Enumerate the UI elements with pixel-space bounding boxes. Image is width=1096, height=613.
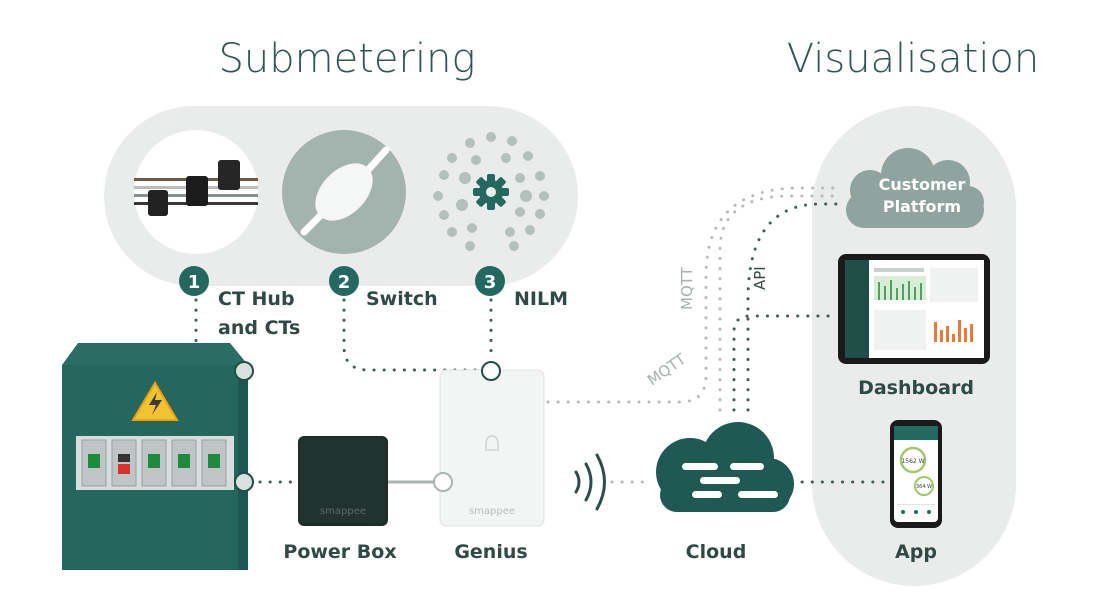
power-box-label: Power Box <box>283 541 396 563</box>
power-box-device <box>298 436 388 526</box>
wireless-signal-icon <box>574 453 606 511</box>
customer-platform-label-line2: Platform <box>883 197 961 216</box>
distribution-board <box>62 343 248 570</box>
badge-number-3: 3 <box>484 272 497 293</box>
power-box-brand: smappee <box>320 506 366 517</box>
submetering-heading: Submetering <box>219 36 476 82</box>
visualisation-heading: Visualisation <box>787 36 1040 82</box>
mqtt-upper-label: MQTT <box>678 266 696 310</box>
gear-icon <box>473 174 509 210</box>
badge-number-1: 1 <box>188 272 201 293</box>
cloud-icon <box>656 422 794 512</box>
app-phone <box>890 420 942 528</box>
switch-label: Switch <box>366 288 438 310</box>
customer-platform-label-line1: Customer <box>879 175 966 194</box>
cloud-label: Cloud <box>686 541 747 563</box>
genius-brand: smappee <box>469 506 515 517</box>
ct-hub-label-line1: CT Hub <box>218 288 295 310</box>
nilm-icon-cluster <box>433 132 549 251</box>
ct-hub-image <box>134 130 258 254</box>
dashboard-label: Dashboard <box>858 377 974 399</box>
app-label: App <box>895 541 937 563</box>
connection-nodes <box>234 361 501 492</box>
genius-device <box>439 369 545 527</box>
app-value-2: 364 W <box>916 484 932 490</box>
ct-hub-label-line2: and CTs <box>218 317 300 339</box>
genius-input-node <box>433 472 453 492</box>
number-badges <box>179 266 505 296</box>
customer-platform-cloud <box>846 148 984 228</box>
app-value-1: 1562 W <box>901 458 924 465</box>
switch-image <box>282 130 406 254</box>
dotted-connections <box>194 186 886 484</box>
dashboard-tablet <box>838 254 990 364</box>
genius-label: Genius <box>454 541 527 563</box>
badge-number-2: 2 <box>338 272 351 293</box>
warning-icon <box>131 381 179 421</box>
nilm-label: NILM <box>514 288 568 310</box>
mqtt-lower-label: MQTT <box>644 349 690 389</box>
api-label: API <box>751 266 769 290</box>
